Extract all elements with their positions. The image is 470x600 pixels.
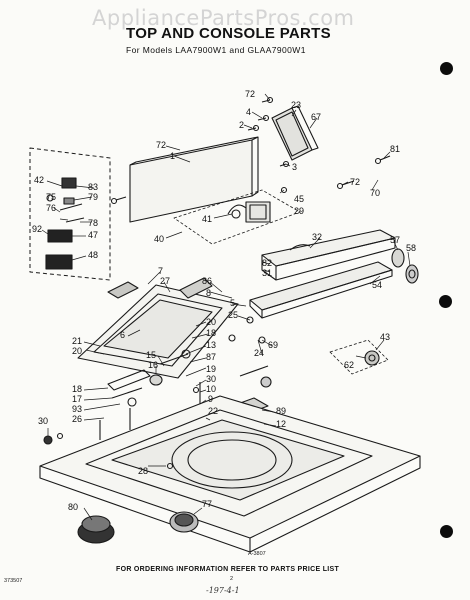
part-label: 77 — [202, 499, 212, 509]
part-label: 8 — [206, 288, 211, 298]
part-label: 75 — [46, 192, 56, 202]
timer-knob — [391, 248, 419, 284]
inset-wiring-box — [29, 147, 111, 281]
part-label: 43 — [380, 332, 390, 342]
diagram-title: TOP AND CONSOLE PARTS — [126, 25, 331, 42]
part-label: 23 — [291, 100, 301, 110]
part-label: 80 — [68, 502, 78, 512]
part-label: 40 — [154, 234, 164, 244]
part-label: 21 — [72, 336, 82, 346]
part-label: 1 — [170, 151, 175, 161]
part-label: 6 — [120, 330, 125, 340]
part-label: 10 — [206, 384, 216, 394]
part-label: 45 — [294, 194, 304, 204]
part-label: 67 — [311, 112, 321, 122]
part-label: 31 — [262, 268, 272, 278]
part-label: 28 — [138, 466, 148, 476]
part-label: 20 — [72, 346, 82, 356]
part-label: 72 — [156, 140, 166, 150]
part-label: 54 — [372, 280, 382, 290]
part-label: 18 — [206, 328, 216, 338]
part-label: 25 — [228, 310, 238, 320]
part-label: 70 — [370, 188, 380, 198]
part-label: 41 — [202, 214, 212, 224]
part-label: 26 — [72, 414, 82, 424]
part-label: 22 — [208, 406, 218, 416]
diagram-code: A-3807 — [248, 551, 266, 557]
console-back-panel — [129, 136, 259, 223]
lid-frame — [77, 277, 239, 379]
part-labels: 72 4 23 2 67 3 72 1 81 72 70 45 29 41 40… — [32, 89, 416, 512]
part-label: 69 — [268, 340, 278, 350]
hinge-parts — [107, 349, 191, 407]
part-label: 58 — [406, 243, 416, 253]
part-label: 2 — [239, 120, 244, 130]
part-label: 27 — [160, 276, 170, 286]
part-label: 29 — [294, 206, 304, 216]
part-label: 18 — [72, 384, 82, 394]
part-label: 32 — [312, 232, 322, 242]
leader-lines — [41, 93, 411, 521]
console-front-rail — [249, 229, 396, 319]
part-label: 72 — [245, 89, 255, 99]
ordering-info-footer: FOR ORDERING INFORMATION REFER TO PARTS … — [116, 566, 340, 573]
part-label: 12 — [276, 419, 286, 429]
part-label: 89 — [276, 406, 286, 416]
part-label: 42 — [34, 175, 44, 185]
part-label: 30 — [38, 416, 48, 426]
part-label: 72 — [350, 177, 360, 187]
binder-hole-middle — [439, 295, 452, 308]
part-label: 82 — [262, 258, 272, 268]
part-label: 30 — [206, 374, 216, 384]
page-number: 2 — [230, 576, 234, 582]
part-label: 87 — [206, 352, 216, 362]
part-label: 93 — [72, 404, 82, 414]
part-label: 13 — [206, 340, 216, 350]
binder-hole-top — [440, 62, 453, 75]
part-label: 16 — [148, 360, 158, 370]
bleach-cap — [77, 515, 115, 544]
handwritten-note: -197-4-1 — [206, 586, 240, 595]
part-label: 15 — [146, 350, 156, 360]
part-label: 48 — [88, 250, 98, 260]
part-label: 47 — [88, 230, 98, 240]
binder-hole-bottom — [440, 525, 453, 538]
part-label: 76 — [46, 203, 56, 213]
page-code: 373507 — [4, 578, 23, 584]
timer-motor — [227, 201, 271, 223]
part-label: 17 — [72, 394, 82, 404]
screws-bottom — [43, 316, 266, 470]
part-label: 19 — [206, 364, 216, 374]
fabric-softener-cap — [169, 511, 199, 533]
part-label: 9 — [208, 394, 213, 404]
part-label: 57 — [390, 235, 400, 245]
part-label: 4 — [246, 107, 251, 117]
diagram-subtitle: For Models LAA7900W1 and GLAA7900W1 — [126, 45, 306, 55]
part-label: 24 — [254, 348, 264, 358]
part-label: 83 — [88, 182, 98, 192]
part-label: 20 — [206, 317, 216, 327]
selector-bracket — [329, 339, 389, 375]
watermark: AppliancePartsPros.com — [92, 6, 355, 30]
part-label: 3 — [292, 162, 297, 172]
part-label: 79 — [88, 192, 98, 202]
part-label: 78 — [88, 218, 98, 228]
part-label: 92 — [32, 224, 42, 234]
part-label: 62 — [344, 360, 354, 370]
switch-housing — [271, 105, 319, 161]
washer-top-cabinet — [39, 382, 421, 553]
part-label: 5 — [230, 298, 235, 308]
part-label: 86 — [202, 276, 212, 286]
part-label: 7 — [158, 266, 163, 276]
part-label: 81 — [390, 144, 400, 154]
